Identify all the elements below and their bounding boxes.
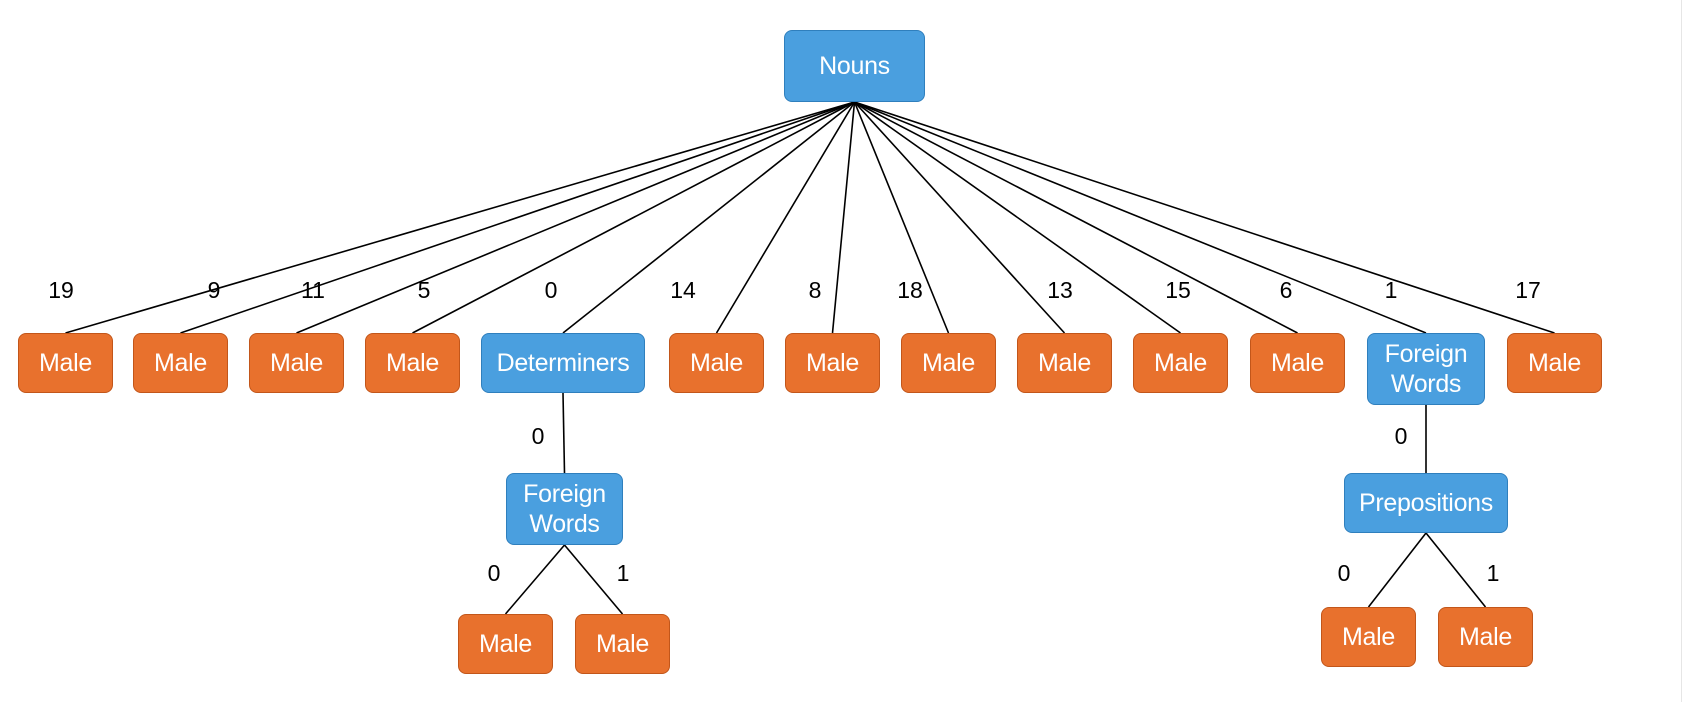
- node-male-1: Male: [133, 333, 228, 393]
- edge-root-to-10: [854, 101, 1298, 334]
- edge-label-6: 8: [808, 277, 822, 303]
- panel-border: [1681, 0, 1682, 702]
- edge-root-to-0: [65, 101, 855, 334]
- edge-root-to-12: [854, 101, 1555, 334]
- node-determiners-4: Determiners: [481, 333, 645, 393]
- edge-label-3: 5: [417, 277, 431, 303]
- node-male-6: Male: [785, 333, 880, 393]
- node-prepositions-under-11: Prepositions: [1344, 473, 1508, 533]
- edge-4-mid-to-leaf-1: [563, 544, 624, 615]
- node-male-10: Male: [1250, 333, 1345, 393]
- node-male-11-1: Male: [1438, 607, 1533, 667]
- node-male-7: Male: [901, 333, 996, 393]
- node-male-2: Male: [249, 333, 344, 393]
- edge-root-to-5: [715, 101, 856, 334]
- node-male-12: Male: [1507, 333, 1602, 393]
- edge-root-to-8: [853, 101, 1066, 334]
- edge-label-10: 6: [1279, 277, 1293, 303]
- edge-label-4-leaf-0: 0: [487, 560, 501, 586]
- edge-root-to-2: [296, 101, 855, 334]
- edge-4-mid-to-leaf-0: [504, 544, 566, 615]
- edge-label-11-leaf-0: 0: [1337, 560, 1351, 586]
- node-male-0: Male: [18, 333, 113, 393]
- node-foreign-words-under-4: Foreign Words: [506, 473, 623, 545]
- edge-label-11-leaf-1: 1: [1486, 560, 1500, 586]
- edge-label-12: 17: [1515, 277, 1541, 303]
- edge-label-1: 9: [207, 277, 221, 303]
- edge-label-2: 11: [301, 277, 325, 303]
- node-nouns-root: Nouns: [784, 30, 925, 102]
- edge-root-to-11: [854, 101, 1427, 334]
- edge-root-to-4: [562, 101, 855, 334]
- node-male-5: Male: [669, 333, 764, 393]
- edge-root-to-9: [854, 101, 1181, 334]
- edge-label-11: 1: [1384, 277, 1398, 303]
- edge-label-4-mid: 0: [531, 423, 545, 449]
- edge-label-8: 13: [1047, 277, 1073, 303]
- node-male-11-0: Male: [1321, 607, 1416, 667]
- edge-label-5: 14: [670, 277, 696, 303]
- edge-4-to-mid: [562, 392, 566, 474]
- edge-root-to-7: [853, 101, 950, 334]
- node-male-8: Male: [1017, 333, 1112, 393]
- edge-root-to-3: [412, 101, 855, 334]
- edge-root-to-1: [180, 101, 855, 334]
- node-male-4-1: Male: [575, 614, 670, 674]
- node-male-3: Male: [365, 333, 460, 393]
- edge-label-4: 0: [544, 277, 558, 303]
- node-male-9: Male: [1133, 333, 1228, 393]
- edge-label-4-leaf-1: 1: [616, 560, 630, 586]
- edge-root-to-6: [831, 101, 856, 334]
- node-foreign-words-11: Foreign Words: [1367, 333, 1485, 405]
- edge-11-mid-to-leaf-0: [1367, 532, 1427, 608]
- node-male-4-0: Male: [458, 614, 553, 674]
- edge-label-7: 18: [897, 277, 923, 303]
- edge-11-mid-to-leaf-1: [1425, 532, 1487, 608]
- edge-label-0: 19: [48, 277, 74, 303]
- edge-label-9: 15: [1165, 277, 1191, 303]
- edge-label-11-mid: 0: [1394, 423, 1408, 449]
